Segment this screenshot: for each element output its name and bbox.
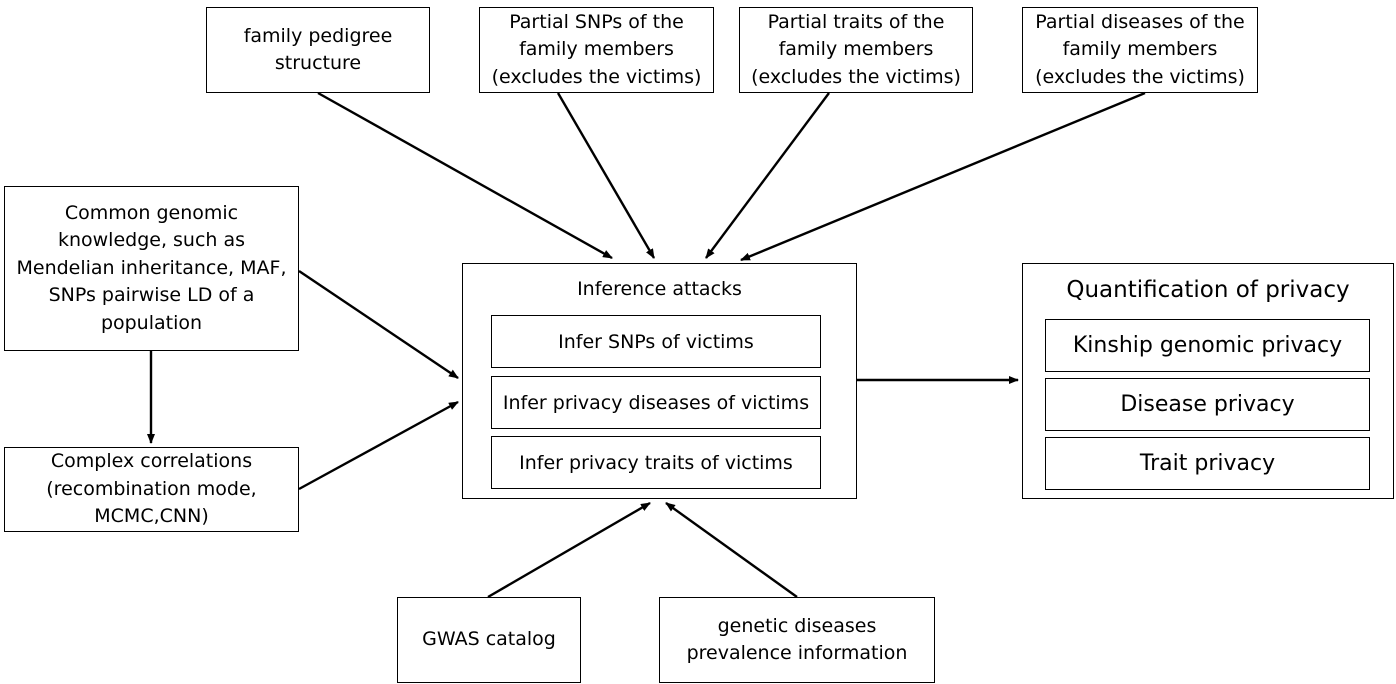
gwas-catalog-label: GWAS catalog [422,628,556,651]
prevalence-info-box: genetic diseases prevalence information [659,597,935,683]
partial-diseases-box: Partial diseases of the family members (… [1022,7,1258,93]
kinship-privacy-item: Kinship genomic privacy [1045,319,1370,372]
partial-snps-label: Partial SNPs of the family members (excl… [491,10,702,88]
partial-diseases-label: Partial diseases of the family members (… [1035,10,1245,88]
arrow-prevalence-to-inference [665,502,798,598]
prevalence-info-label: genetic diseases prevalence information [686,614,908,665]
arrow-snps-to-inference [556,92,656,259]
arrow-correlations-to-inference [298,400,459,491]
quantification-box: Quantification of privacy Kinship genomi… [1022,263,1394,499]
disease-privacy-item: Disease privacy [1045,378,1370,431]
family-pedigree-label: family pedigree structure [243,24,393,75]
gwas-catalog-box: GWAS catalog [397,597,581,683]
complex-correlations-box: Complex correlations (recombination mode… [4,447,299,532]
genomic-knowledge-label: Common genomic knowledge, such as Mendel… [16,201,287,334]
arrow-gwas-to-inference [487,501,651,599]
trait-privacy-item: Trait privacy [1045,437,1370,490]
arrow-pedigree-to-inference [317,91,613,260]
arrow-diseases-to-inference [740,91,1146,262]
genomic-knowledge-box: Common genomic knowledge, such as Mendel… [4,186,299,351]
partial-traits-box: Partial traits of the family members (ex… [739,7,973,93]
family-pedigree-box: family pedigree structure [206,7,430,93]
partial-snps-box: Partial SNPs of the family members (excl… [479,7,714,93]
partial-traits-label: Partial traits of the family members (ex… [751,10,961,88]
infer-diseases-item: Infer privacy diseases of victims [491,376,821,429]
arrow-traits-to-inference [705,92,830,259]
infer-snps-item: Infer SNPs of victims [491,315,821,368]
inference-attacks-box: Inference attacks Infer SNPs of victims … [462,263,857,499]
infer-traits-item: Infer privacy traits of victims [491,436,821,489]
arrow-knowledge-to-inference [298,270,459,379]
quantification-title: Quantification of privacy [1066,277,1350,303]
complex-correlations-label: Complex correlations (recombination mode… [46,450,257,528]
inference-attacks-title: Inference attacks [577,278,742,300]
